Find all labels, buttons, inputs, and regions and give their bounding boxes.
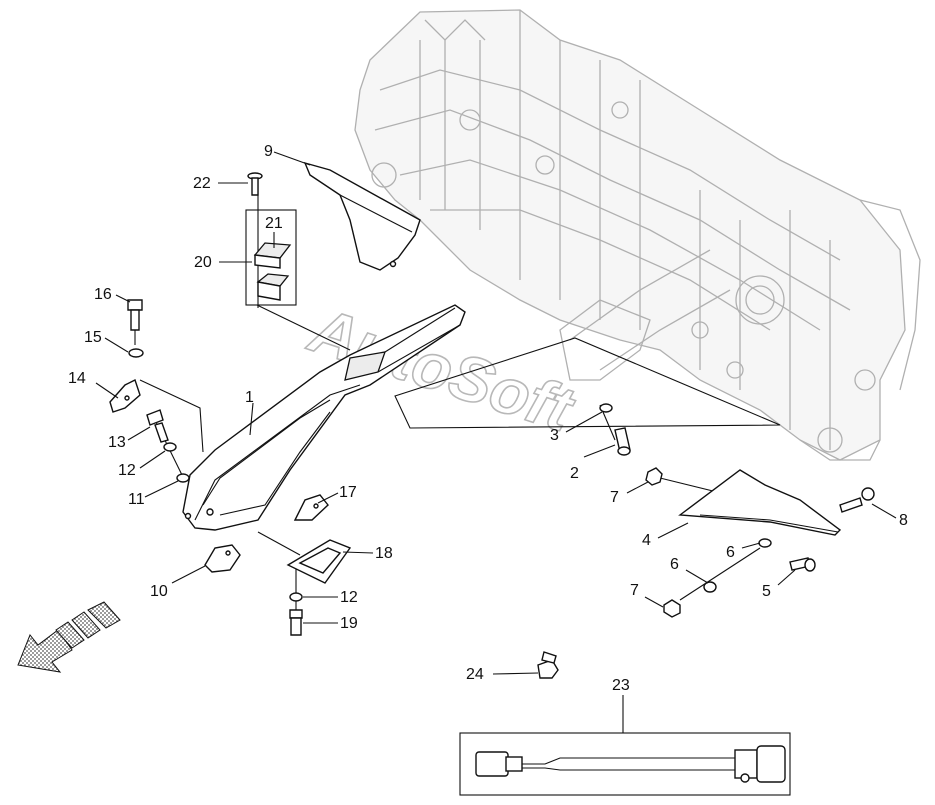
part-7-nut-upper [645, 467, 663, 486]
callout-19: 19 [340, 615, 358, 632]
callout-8: 8 [899, 512, 908, 529]
part-6-washer-lower [703, 581, 717, 593]
part-7-nut-lower [663, 599, 681, 618]
callout-13: 13 [108, 434, 126, 451]
callout-7-upper: 7 [610, 489, 619, 506]
callout-6-upper: 6 [726, 544, 735, 561]
part-2-bolt [614, 427, 631, 456]
callout-leaders [95, 151, 897, 733]
forward-arrow-icon [17, 601, 121, 673]
part-12-washer-upper [163, 442, 177, 452]
part-23-cable-harness [459, 732, 791, 796]
callout-10: 10 [150, 583, 168, 600]
callout-9: 9 [264, 143, 273, 160]
part-8-bolt [839, 487, 875, 513]
callout-1: 1 [245, 389, 254, 406]
part-3-washer [599, 403, 613, 413]
callout-17: 17 [339, 484, 357, 501]
part-10-bracket [204, 544, 241, 573]
callout-21: 21 [265, 215, 283, 232]
part-18-plate [286, 539, 352, 584]
callout-numbers: 1 2 3 4 5 6 6 7 7 8 9 10 11 12 12 13 14 … [68, 143, 908, 694]
callout-7-lower: 7 [630, 582, 639, 599]
callout-22: 22 [193, 175, 211, 192]
part-4-side-plate [678, 469, 842, 536]
callout-14: 14 [68, 370, 86, 387]
part-15-washer [128, 348, 144, 358]
part-22-screw [247, 172, 263, 196]
part-19-bolt [289, 609, 303, 636]
callout-3: 3 [550, 427, 559, 444]
callout-2: 2 [570, 465, 579, 482]
part-20-module-box [245, 209, 297, 306]
callout-6-lower: 6 [670, 556, 679, 573]
part-13-bolt [146, 409, 169, 443]
part-1-main-shield [182, 304, 466, 531]
callout-12-upper: 12 [118, 462, 136, 479]
callout-4: 4 [642, 532, 651, 549]
callout-18: 18 [375, 545, 393, 562]
part-16-bolt [127, 299, 143, 331]
callout-5: 5 [762, 583, 771, 600]
callout-15: 15 [84, 329, 102, 346]
callout-11: 11 [128, 491, 145, 508]
part-17-bracket [293, 494, 329, 521]
callout-23: 23 [612, 677, 630, 694]
part-9-upper-shield [303, 161, 421, 271]
part-5-bolt [789, 557, 816, 572]
chassis-frame-background [354, 9, 921, 461]
callout-16: 16 [94, 286, 112, 303]
part-14-bracket [109, 379, 141, 413]
callout-24: 24 [466, 666, 484, 683]
callout-20: 20 [194, 254, 212, 271]
part-24-clip [537, 651, 559, 679]
part-12-washer-lower [289, 592, 303, 602]
part-6-washer-upper [758, 538, 772, 548]
callout-12-lower: 12 [340, 589, 358, 606]
part-11-washer [176, 473, 190, 483]
